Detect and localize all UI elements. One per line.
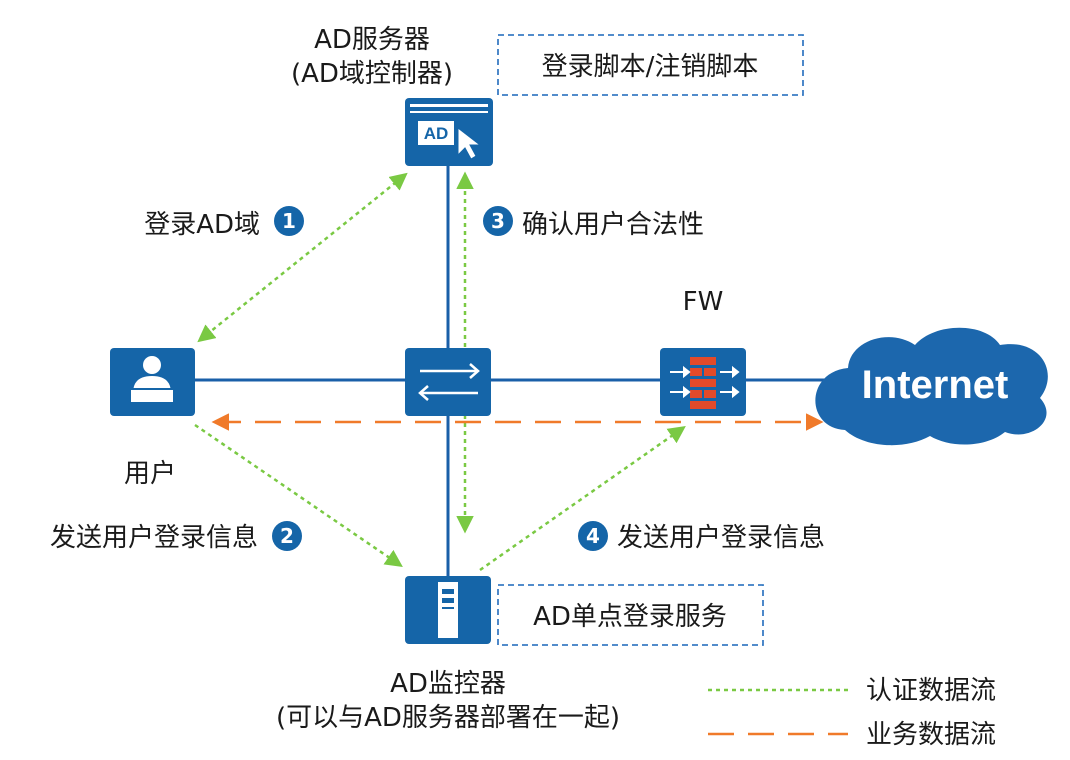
firewall-node[interactable] [660,348,746,416]
step-2-text: 发送用户登录信息 [50,523,258,553]
step-2-badge [272,521,302,551]
switch-arrows-icon [418,363,480,401]
internet-label: Internet [862,363,1009,407]
step-3-badge [483,206,513,236]
ad-monitor-node[interactable] [405,576,491,644]
user-head-icon [143,356,161,374]
auth-flow-admonitor-firewall [479,425,686,572]
step-4-number: 4 [586,524,600,548]
legend: 认证数据流 业务数据流 [708,676,996,750]
auth-flow-user-adserver [197,172,408,343]
step-1-badge [274,206,304,236]
cursor-icon [457,126,482,160]
switch-node[interactable] [405,348,491,416]
sso-service-callout-text: AD单点登录服务 [533,602,727,632]
firewall-bricks-icon [690,357,716,409]
auth-flow-user-admonitor [194,423,403,567]
step-1-text: 登录AD域 [144,210,260,240]
firewall-arrows-icon [670,365,740,399]
ad-monitor-label-line1: AD监控器 [390,669,506,699]
sso-service-callout-box [497,584,764,646]
ad-server-label-line2: (AD域控制器) [291,59,453,89]
ad-monitor-label-line2: (可以与AD服务器部署在一起) [276,703,620,733]
user-node[interactable] [110,348,195,416]
legend-business-label: 业务数据流 [866,720,996,750]
scripts-callout-text: 登录脚本/注销脚本 [542,52,759,82]
cloud-icon[interactable]: Internet [815,327,1048,446]
network-links [190,165,830,578]
step-1-number: 1 [282,209,296,233]
step-3-text: 确认用户合法性 [522,210,704,240]
ad-server-node[interactable]: AD [405,98,493,166]
server-tower-icon [438,582,458,638]
step-2-number: 2 [280,524,294,548]
user-label: 用户 [124,459,176,489]
step-4-badge [578,521,608,551]
firewall-label: FW [683,287,724,317]
step-3-number: 3 [491,209,505,233]
laptop-icon [129,388,175,404]
legend-auth-label: 认证数据流 [866,676,996,706]
ad-server-label-line1: AD服务器 [314,25,430,55]
step-4-text: 发送用户登录信息 [617,523,825,553]
scripts-callout-box [497,34,804,96]
ad-server-icon-text: AD [424,124,449,143]
